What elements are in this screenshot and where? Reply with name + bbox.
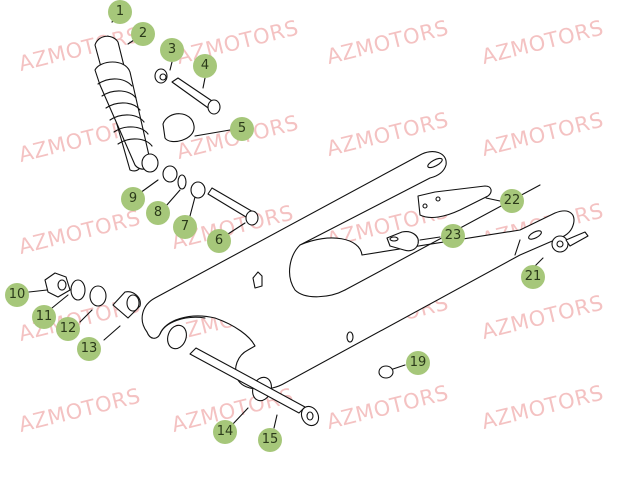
washer-11 (70, 279, 86, 301)
bushing-3 (154, 68, 168, 84)
callout-1[interactable]: 1 (108, 0, 132, 24)
dust-cover-5 (162, 113, 195, 143)
callout-13[interactable]: 13 (77, 337, 101, 361)
callout-9[interactable]: 9 (121, 187, 145, 211)
callout-3[interactable]: 3 (160, 38, 184, 62)
chain-adjuster (551, 235, 569, 253)
shock-absorber (94, 35, 159, 173)
bearing-9 (162, 165, 178, 183)
callout-14[interactable]: 14 (213, 420, 237, 444)
callout-6[interactable]: 6 (207, 229, 231, 253)
callout-15[interactable]: 15 (258, 428, 282, 452)
callout-5[interactable]: 5 (230, 117, 254, 141)
callout-11[interactable]: 11 (32, 305, 56, 329)
callout-7[interactable]: 7 (173, 215, 197, 239)
callout-22[interactable]: 22 (500, 189, 524, 213)
callout-23[interactable]: 23 (441, 224, 465, 248)
bracket-22 (417, 185, 492, 219)
clamp-23 (386, 231, 419, 252)
callout-21[interactable]: 21 (521, 265, 545, 289)
cap-19 (378, 365, 394, 379)
callout-12[interactable]: 12 (56, 317, 80, 341)
callout-4[interactable]: 4 (193, 54, 217, 78)
ring-8 (177, 174, 187, 190)
callout-8[interactable]: 8 (146, 201, 170, 225)
bushing-12 (89, 285, 107, 307)
callout-2[interactable]: 2 (131, 22, 155, 46)
callout-10[interactable]: 10 (5, 283, 29, 307)
swingarm (141, 151, 575, 402)
washer-7 (190, 181, 206, 199)
callout-19[interactable]: 19 (406, 351, 430, 375)
